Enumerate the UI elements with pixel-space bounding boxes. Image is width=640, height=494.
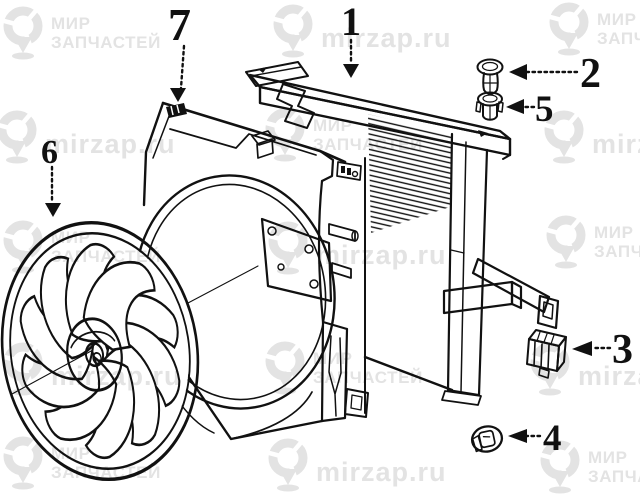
callout-5-number[interactable]: 5 xyxy=(535,89,554,130)
arrow-down-icon xyxy=(45,203,61,217)
callout-4[interactable]: 4 xyxy=(508,418,562,459)
callouts: 7 1 6 2 5 xyxy=(41,0,633,459)
callout-1-number[interactable]: 1 xyxy=(341,0,361,44)
arrow-left-icon xyxy=(506,99,524,114)
callout-1[interactable]: 1 xyxy=(341,0,361,78)
grommet-lower xyxy=(475,91,504,121)
callout-4-number[interactable]: 4 xyxy=(543,418,562,459)
grommet-upper xyxy=(476,58,504,95)
arrow-down-icon xyxy=(343,64,359,78)
grommet-bottom xyxy=(470,425,504,453)
callout-6[interactable]: 6 xyxy=(41,134,61,217)
callout-2-number[interactable]: 2 xyxy=(580,51,601,97)
callout-7[interactable]: 7 xyxy=(168,0,191,102)
mount-clip xyxy=(526,329,567,379)
callout-2[interactable]: 2 xyxy=(509,51,601,97)
callout-5[interactable]: 5 xyxy=(506,89,554,130)
condenser xyxy=(245,61,560,414)
arrow-left-icon xyxy=(508,429,527,443)
callout-6-number[interactable]: 6 xyxy=(41,134,58,171)
condenser-fins xyxy=(368,114,452,233)
fan-hub xyxy=(66,317,123,392)
arrow-left-icon xyxy=(572,341,592,356)
callout-7-number[interactable]: 7 xyxy=(168,0,191,50)
callout-3[interactable]: 3 xyxy=(572,327,633,373)
arrow-down-icon xyxy=(170,88,186,102)
cooling-fan xyxy=(0,220,200,482)
callout-3-number[interactable]: 3 xyxy=(612,327,633,373)
arrow-left-icon xyxy=(509,64,527,80)
